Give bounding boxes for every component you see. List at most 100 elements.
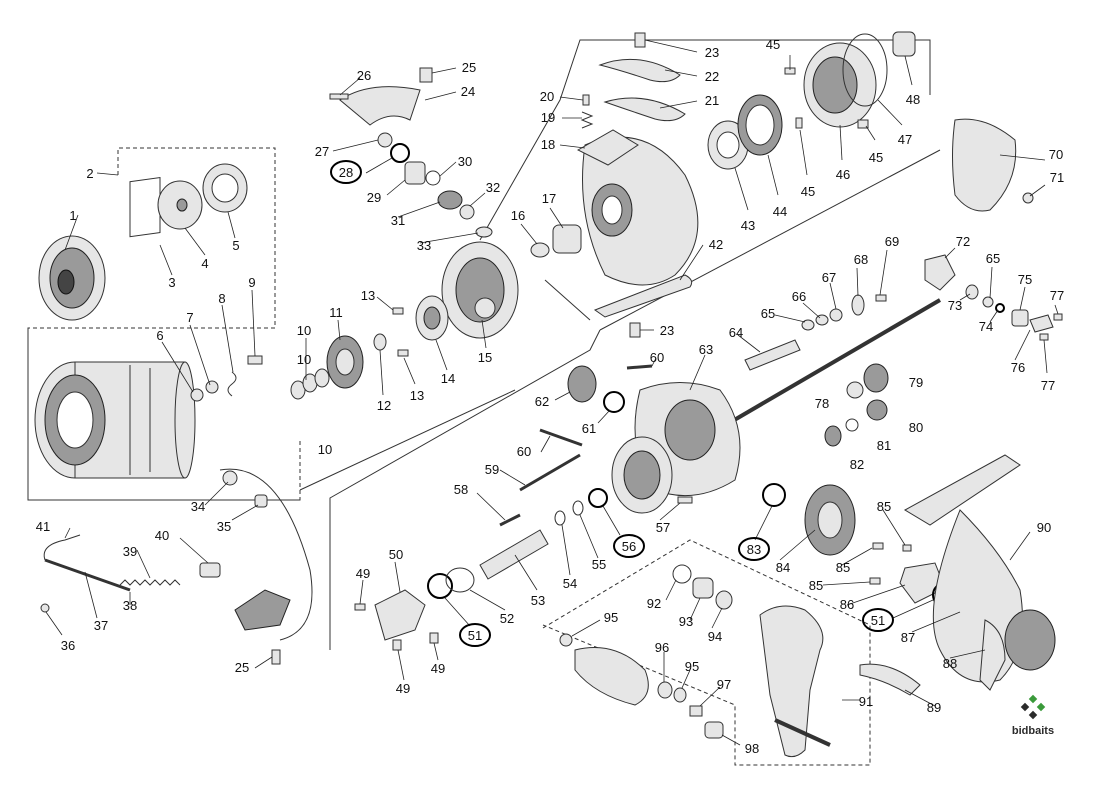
callout: 15 bbox=[478, 350, 492, 365]
screw-25b bbox=[271, 649, 281, 665]
part-7 bbox=[205, 380, 219, 394]
callout: 61 bbox=[582, 421, 596, 436]
spring-19 bbox=[580, 111, 594, 129]
callout: 68 bbox=[854, 252, 868, 267]
part-34 bbox=[222, 470, 238, 486]
slider-72 bbox=[924, 254, 956, 291]
callout: 45 bbox=[766, 37, 780, 52]
part-6 bbox=[190, 388, 204, 402]
housing-outline-b bbox=[329, 329, 601, 650]
part-54 bbox=[554, 510, 566, 526]
screw-49b bbox=[392, 639, 402, 651]
screw-60a bbox=[626, 364, 653, 370]
ring-30 bbox=[425, 170, 441, 186]
part-76 bbox=[1029, 314, 1054, 333]
screw-13b bbox=[397, 349, 409, 357]
callout: 85 bbox=[836, 560, 850, 575]
main-shaft bbox=[698, 298, 942, 442]
bail-holder bbox=[234, 589, 291, 631]
callout: 77 bbox=[1050, 288, 1064, 303]
callout: 5 bbox=[232, 238, 239, 253]
callout: 32 bbox=[486, 180, 500, 195]
callout: 45 bbox=[801, 184, 815, 199]
part-67 bbox=[829, 308, 843, 322]
bearing-28 bbox=[390, 143, 410, 163]
screw-49a bbox=[354, 603, 366, 611]
callout: 23 bbox=[705, 45, 719, 60]
part-35 bbox=[254, 494, 268, 508]
callout: 98 bbox=[745, 741, 759, 756]
drag-washer-4-hole bbox=[176, 198, 188, 212]
bushing-48 bbox=[892, 31, 916, 57]
callout: 39 bbox=[123, 544, 137, 559]
callout: 46 bbox=[836, 167, 850, 182]
callout-labels: 1 2 3 4 5 6 7 8 9 10 10 10 11 12 13 13 1… bbox=[36, 37, 1064, 756]
callout: 49 bbox=[396, 681, 410, 696]
part-97 bbox=[689, 705, 703, 717]
screw-77a bbox=[1053, 313, 1063, 321]
callout: 29 bbox=[367, 190, 381, 205]
screw-23a bbox=[634, 32, 646, 48]
callout: 83 bbox=[747, 542, 761, 557]
part-73 bbox=[965, 284, 979, 300]
ring-61 bbox=[603, 391, 625, 413]
callout: 1 bbox=[69, 208, 76, 223]
callout: 51 bbox=[468, 628, 482, 643]
line-roller-29 bbox=[404, 161, 426, 185]
bearing-75 bbox=[1011, 309, 1029, 327]
callout: 75 bbox=[1018, 272, 1032, 287]
screw-45c bbox=[857, 119, 869, 129]
callout: 58 bbox=[454, 482, 468, 497]
ring-92 bbox=[672, 564, 692, 584]
callout: 56 bbox=[622, 539, 636, 554]
callout: 51 bbox=[871, 613, 885, 628]
callout: 37 bbox=[94, 618, 108, 633]
part-21 bbox=[603, 97, 686, 122]
handle-arm-91 bbox=[759, 605, 824, 758]
rotor-cover-42 bbox=[593, 274, 693, 318]
screw-23b bbox=[629, 322, 641, 338]
callout: 65 bbox=[761, 306, 775, 321]
callout: 3 bbox=[168, 275, 175, 290]
part-89 bbox=[859, 663, 921, 696]
gear-79 bbox=[863, 363, 889, 393]
callout: 84 bbox=[776, 560, 790, 575]
callout: 72 bbox=[956, 234, 970, 249]
part-12 bbox=[373, 333, 387, 351]
callout: 86 bbox=[840, 597, 854, 612]
callout: 10 bbox=[297, 352, 311, 367]
callout: 8 bbox=[218, 291, 225, 306]
callout: 60 bbox=[517, 444, 531, 459]
ring-74 bbox=[995, 303, 1005, 313]
handle-knob-96 bbox=[574, 647, 649, 706]
callout: 33 bbox=[417, 238, 431, 253]
callout: 27 bbox=[315, 144, 329, 159]
callout: 55 bbox=[592, 557, 606, 572]
callout: 34 bbox=[191, 499, 205, 514]
washer-16 bbox=[530, 242, 550, 258]
screw-26 bbox=[329, 93, 349, 100]
callout: 26 bbox=[357, 68, 371, 83]
drag-washer-5-hole bbox=[211, 173, 239, 203]
screw-57 bbox=[677, 496, 693, 504]
spring-8 bbox=[227, 371, 237, 397]
callout: 47 bbox=[898, 132, 912, 147]
callout: 9 bbox=[248, 275, 255, 290]
callout: 79 bbox=[909, 375, 923, 390]
callout: 96 bbox=[655, 640, 669, 655]
drive-gear-84 bbox=[804, 484, 856, 556]
callout: 50 bbox=[389, 547, 403, 562]
rotor-housing-46 bbox=[803, 42, 877, 128]
bearing-56 bbox=[588, 488, 608, 508]
part-65 bbox=[801, 319, 815, 331]
leader-lines bbox=[45, 39, 1059, 746]
part-33 bbox=[475, 226, 493, 238]
callout: 69 bbox=[885, 234, 899, 249]
spring-38 bbox=[119, 579, 181, 586]
callout: 36 bbox=[61, 638, 75, 653]
bearing-51a bbox=[427, 573, 453, 599]
callout: 49 bbox=[431, 661, 445, 676]
callout: 88 bbox=[943, 656, 957, 671]
bail-arm-24 bbox=[339, 86, 421, 126]
